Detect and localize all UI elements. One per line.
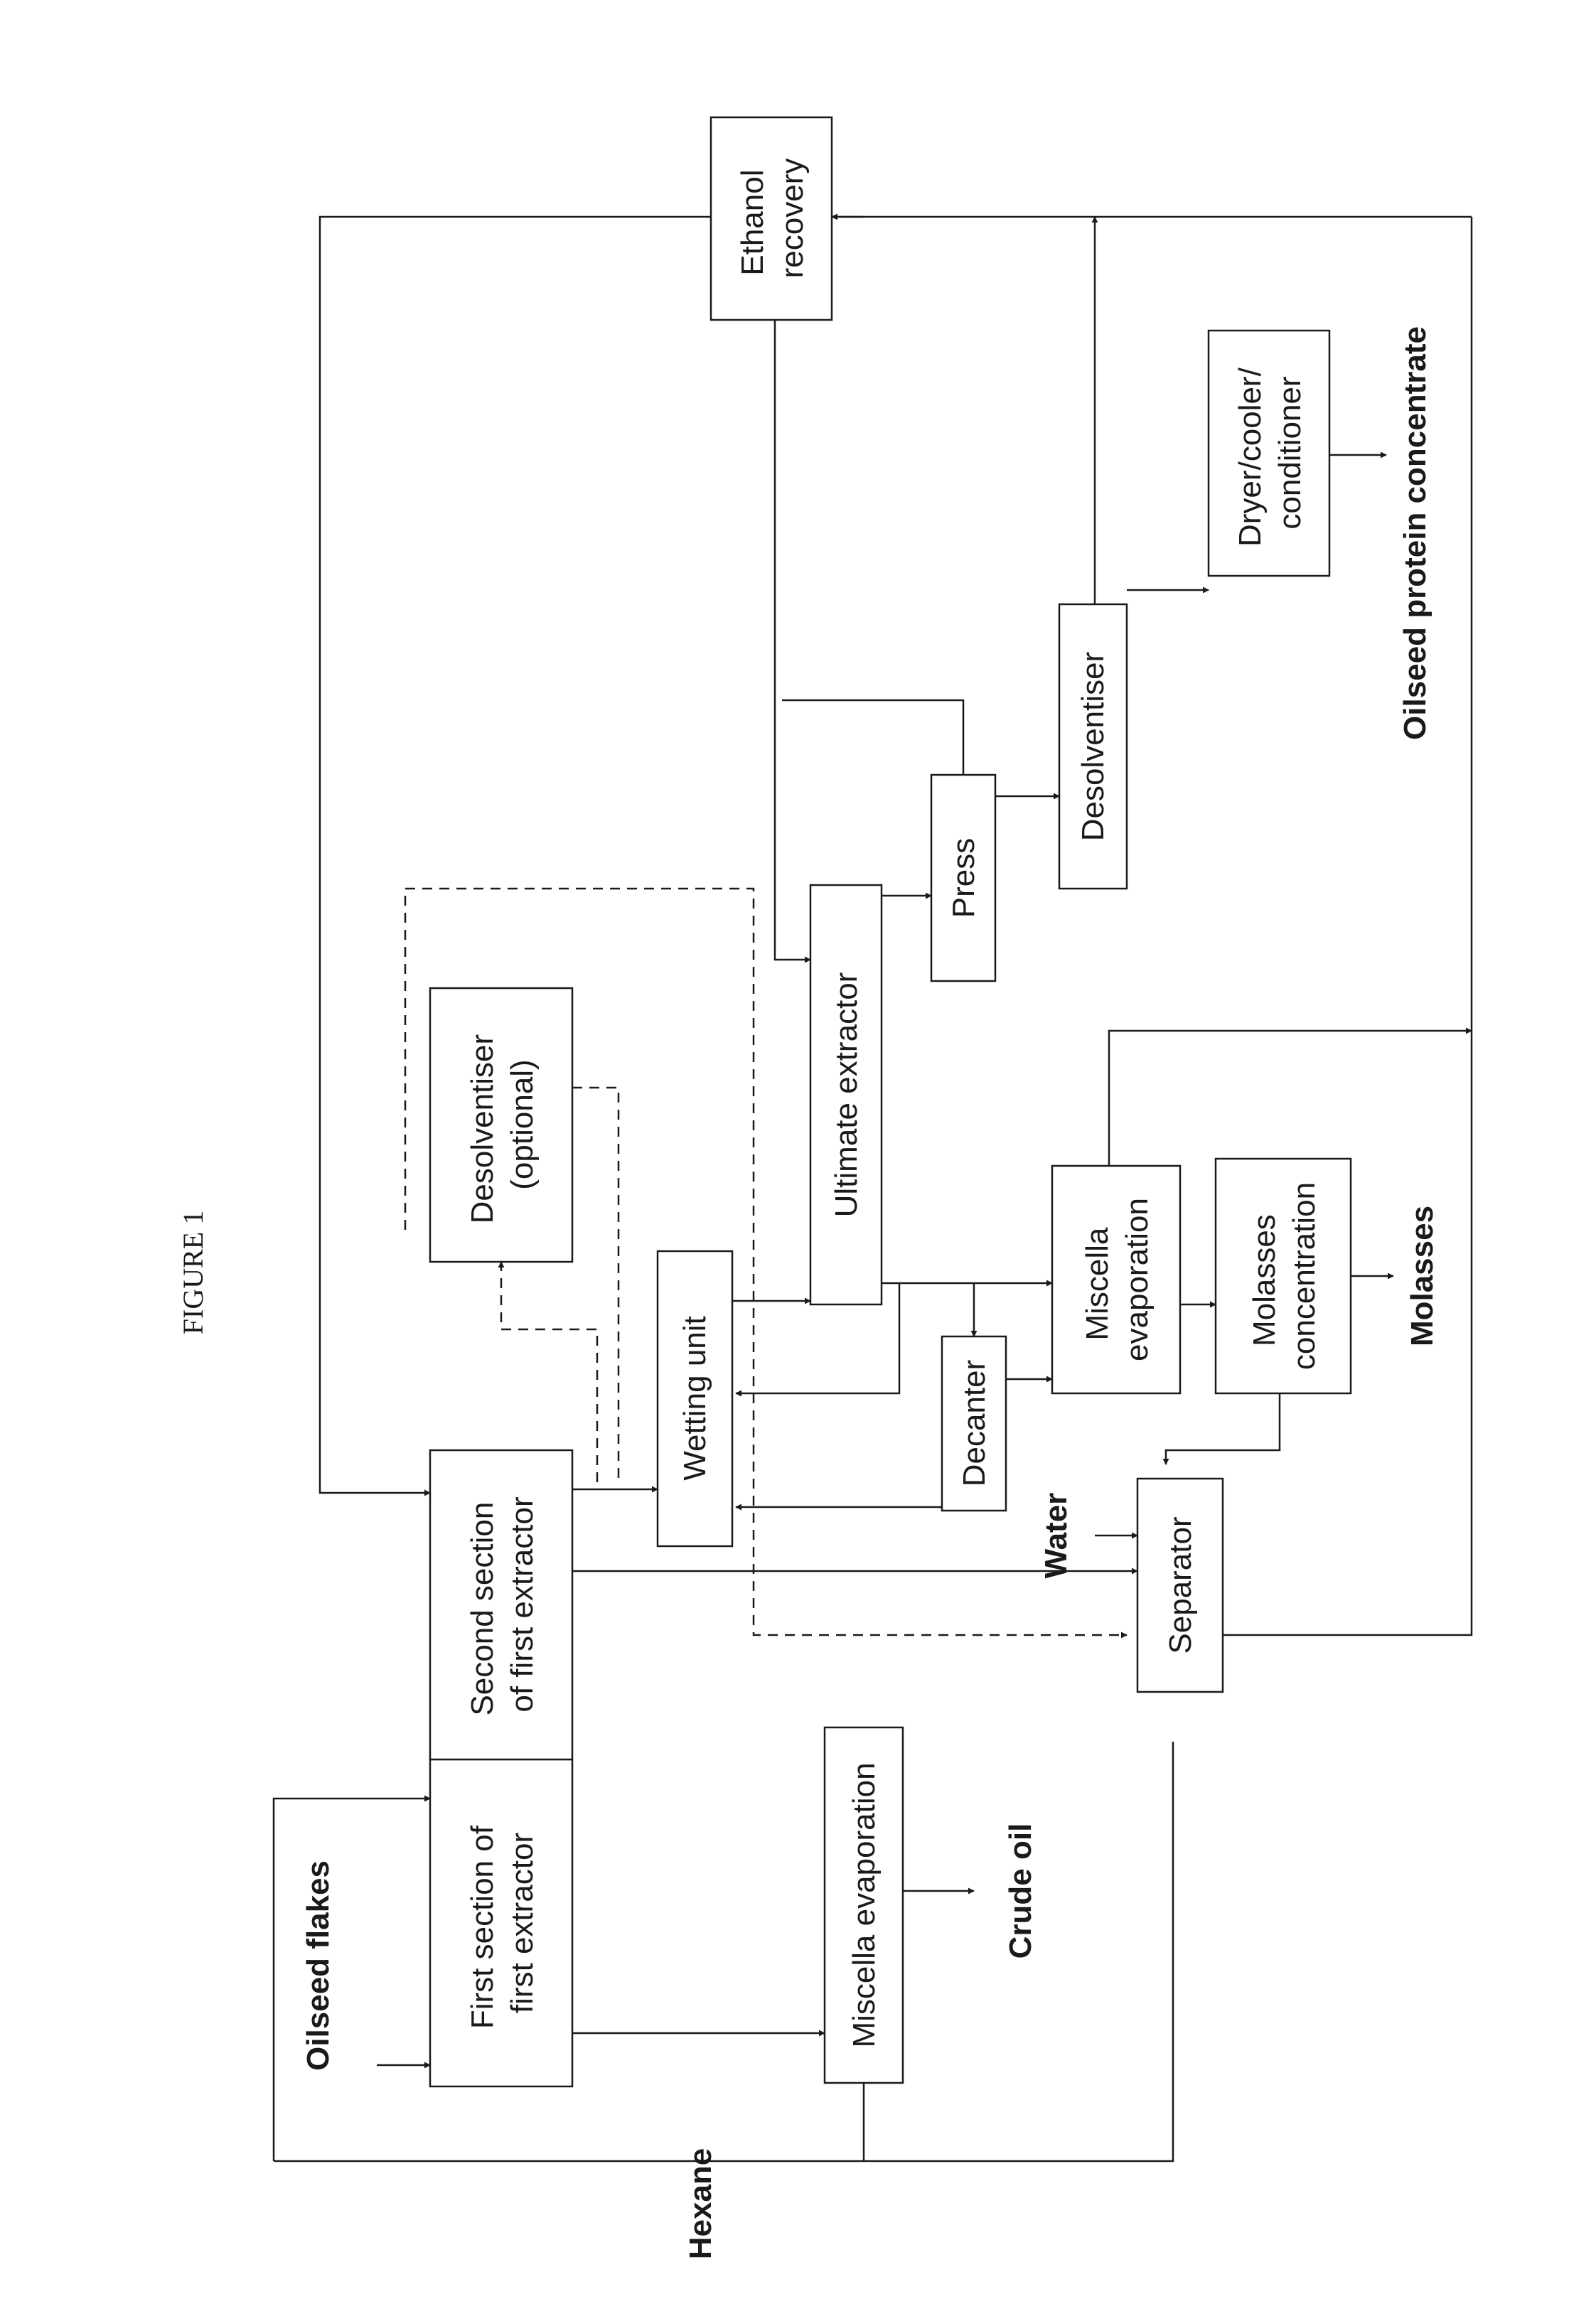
molasses-concentration-line1: Molasses bbox=[1247, 1214, 1282, 1346]
svg-text:Wetting unit: Wetting unit bbox=[678, 1316, 712, 1481]
hexane-feed-line bbox=[274, 1799, 430, 2161]
box-miscella-evaporation-molasses: Miscella evaporation bbox=[1052, 1166, 1180, 1393]
wetting-unit-label: Wetting unit bbox=[678, 1316, 712, 1481]
label-molasses: Molasses bbox=[1405, 1206, 1440, 1346]
svg-text:Separator: Separator bbox=[1163, 1516, 1198, 1654]
figure-title: FIGURE 1 bbox=[177, 1211, 209, 1334]
svg-text:Decanter: Decanter bbox=[957, 1360, 992, 1487]
svg-text:Desolventiser: Desolventiser bbox=[1076, 652, 1110, 842]
second-section-line2: of first extractor bbox=[505, 1496, 540, 1712]
dryer-line2: conditioner bbox=[1273, 376, 1307, 529]
box-first-section: First section of first extractor bbox=[430, 1759, 572, 2086]
box-decanter: Decanter bbox=[942, 1336, 1006, 1511]
press-liquid-line bbox=[782, 700, 963, 775]
hexane-return-line bbox=[274, 1742, 1173, 2161]
decanter-label: Decanter bbox=[957, 1360, 992, 1487]
optional-desolventiser-out-line bbox=[572, 1088, 618, 1482]
label-water: Water bbox=[1039, 1493, 1073, 1579]
ethanol-recovery-line2: recovery bbox=[775, 159, 810, 279]
first-section-line1: First section of bbox=[465, 1825, 500, 2029]
box-molasses-concentration: Molasses concentration bbox=[1216, 1159, 1351, 1393]
label-oilseed-protein-concentrate: Oilseed protein concentrate bbox=[1398, 326, 1432, 740]
box-second-section: Second section of first extractor bbox=[430, 1450, 572, 1759]
desolventiser-label: Desolventiser bbox=[1076, 652, 1110, 842]
box-ethanol-recovery: Ethanol recovery bbox=[711, 117, 832, 320]
box-miscella-evaporation-oil: Miscella evaporation bbox=[825, 1727, 903, 2083]
box-desolventiser: Desolventiser bbox=[1059, 604, 1127, 889]
ultimate-extractor-label: Ultimate extractor bbox=[829, 972, 864, 1218]
box-separator: Separator bbox=[1137, 1479, 1223, 1692]
desolventiser-optional-line2: (optional) bbox=[505, 1059, 540, 1189]
box-dryer: Dryer/cooler/ conditioner bbox=[1209, 331, 1329, 576]
svg-text:Press: Press bbox=[946, 838, 981, 918]
svg-text:Ultimate extractor: Ultimate extractor bbox=[829, 972, 864, 1218]
molasses-concentration-line2: concentration bbox=[1287, 1182, 1322, 1370]
ethanol-recovery-line1: Ethanol bbox=[735, 170, 770, 276]
press-label: Press bbox=[946, 838, 981, 918]
svg-text:Miscella evaporation: Miscella evaporation bbox=[847, 1762, 882, 2047]
miscella-evaporation-molasses-line2: evaporation bbox=[1120, 1198, 1155, 1361]
first-section-line2: first extractor bbox=[505, 1833, 540, 2013]
box-press: Press bbox=[931, 775, 995, 981]
box-ultimate-extractor: Ultimate extractor bbox=[810, 885, 882, 1304]
separator-label: Separator bbox=[1163, 1516, 1198, 1654]
miscella-vapour-line bbox=[1109, 1031, 1472, 1166]
label-oilseed-flakes: Oilseed flakes bbox=[301, 1860, 336, 2071]
desolventiser-optional-line1: Desolventiser bbox=[465, 1034, 500, 1224]
miscella-evaporation-molasses-line1: Miscella bbox=[1080, 1227, 1115, 1340]
dryer-line1: Dryer/cooler/ bbox=[1233, 367, 1268, 547]
ethanol-to-ultimate-line bbox=[775, 320, 810, 960]
second-section-line1: Second section bbox=[465, 1502, 500, 1716]
optional-desolventiser-in-line bbox=[501, 1262, 597, 1482]
label-crude-oil: Crude oil bbox=[1003, 1823, 1038, 1959]
box-desolventiser-optional: Desolventiser (optional) bbox=[430, 988, 572, 1262]
box-wetting-unit: Wetting unit bbox=[658, 1251, 732, 1546]
miscella-evaporation-oil-label: Miscella evaporation bbox=[847, 1762, 882, 2047]
molasses-water-line bbox=[1166, 1393, 1280, 1464]
label-hexane: Hexane bbox=[683, 2148, 718, 2260]
